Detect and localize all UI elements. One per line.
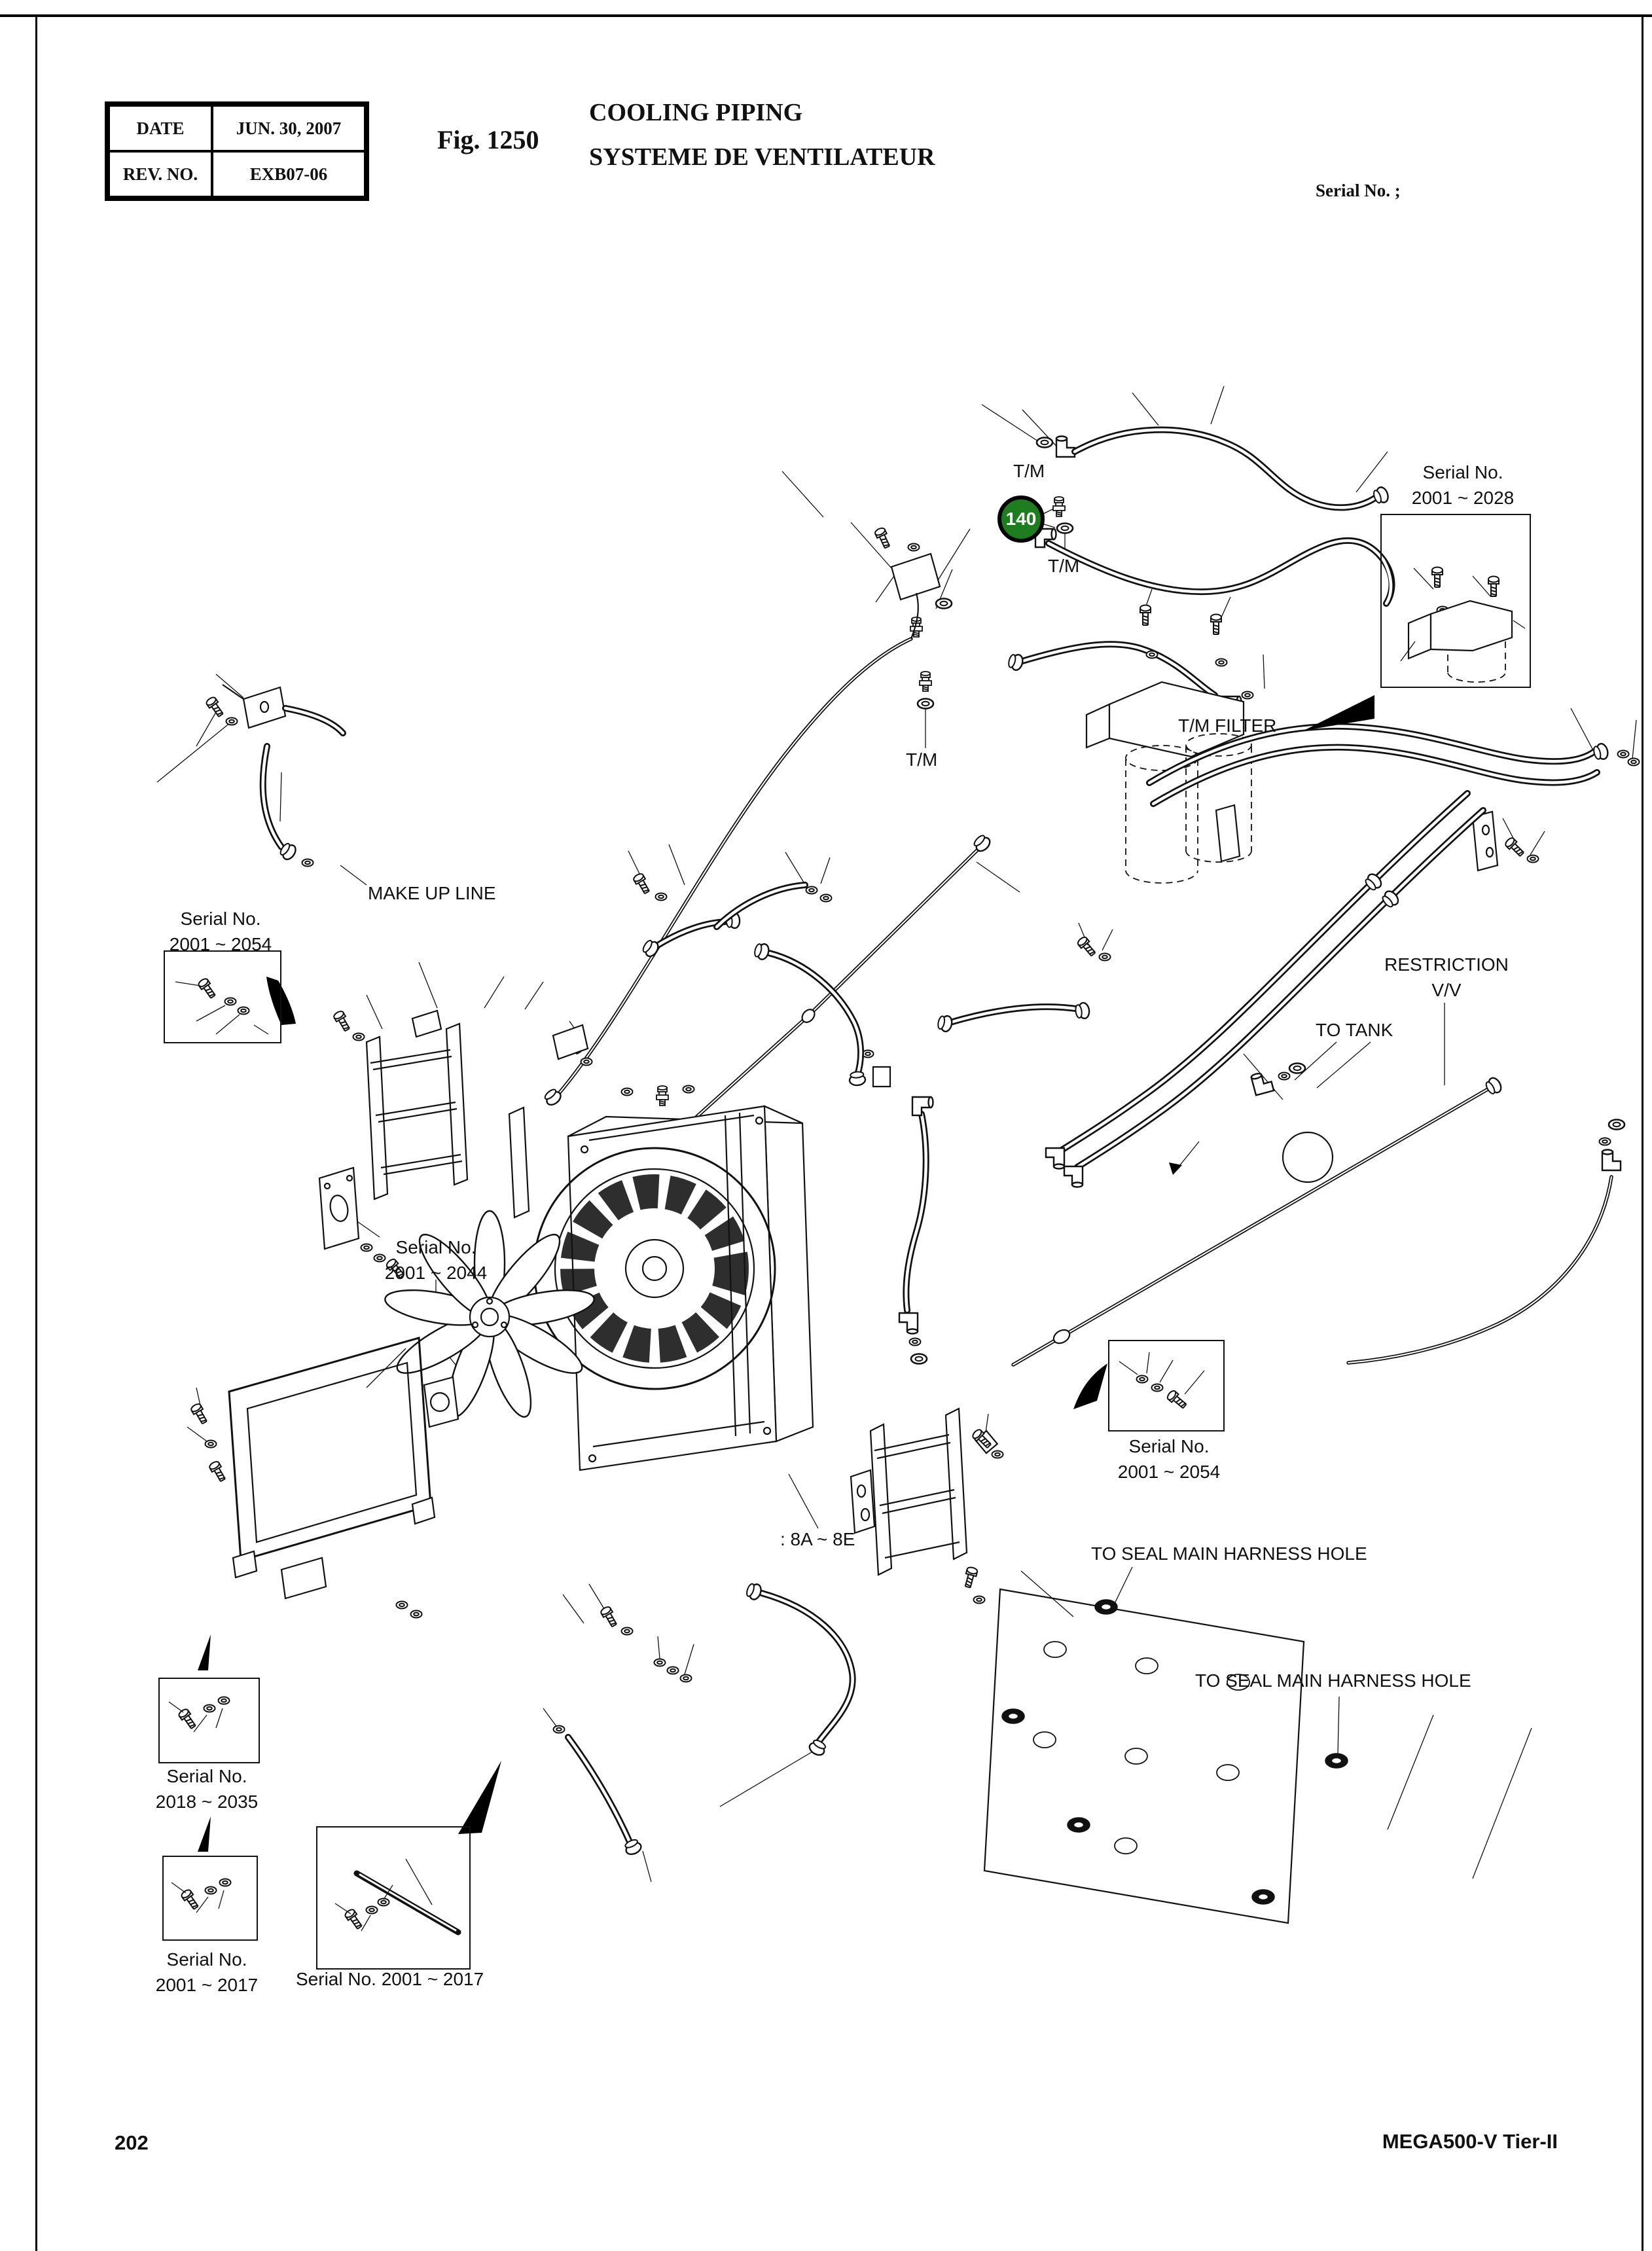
sn2054r-line1: Serial No. (1128, 1436, 1210, 1456)
page-number: 202 (115, 2131, 149, 2154)
label-restriction-vv: RESTRICTION V/V (1365, 952, 1528, 1003)
label-tm-filter: T/M FILTER (1178, 715, 1277, 736)
sn2028-line2: 2001 ~ 2028 (1411, 488, 1515, 508)
rev-label: REV. NO. (109, 151, 212, 197)
page-title-fr: SYSTEME DE VENTILATEUR (589, 143, 935, 171)
inset-box-sn2054-right (1108, 1340, 1225, 1432)
serial-2044-bracket (318, 1166, 407, 1281)
callout-sn2054-left: Serial No. 2001 ~ 2054 (149, 906, 293, 957)
sn2044-line2: 2001 ~ 2044 (384, 1263, 488, 1283)
sn2054r-line2: 2001 ~ 2054 (1117, 1462, 1221, 1482)
wedge-arrow-icon (1304, 695, 1374, 730)
inset-box-sn2035 (158, 1678, 260, 1763)
top-hose-assembly (873, 426, 1395, 716)
inset-box-sn2028 (1380, 514, 1531, 688)
label-tm-lower: T/M (906, 749, 938, 770)
sn2044-line1: Serial No. (395, 1237, 476, 1257)
label-tm-mid: T/M (1048, 556, 1080, 576)
date-value: JUN. 30, 2007 (212, 105, 365, 151)
fan-propeller (384, 1210, 595, 1418)
page-border-left (35, 14, 37, 2251)
restriction-valve-parts (1011, 1062, 1626, 1367)
sn2054l-line1: Serial No. (180, 909, 261, 929)
wedge-arrow-icon (458, 1761, 501, 1834)
leader-lines (156, 386, 1637, 1882)
date-label: DATE (109, 105, 212, 151)
sn2035-line2: 2018 ~ 2035 (155, 1792, 259, 1812)
harness-hole-panel (983, 1588, 1348, 1924)
item-number: 140 (1005, 509, 1037, 529)
serial-note: Serial No. ; (1316, 181, 1401, 200)
figure-number: Fig. 1250 (437, 125, 539, 154)
callout-sn2044: Serial No. 2001 ~ 2044 (364, 1234, 508, 1286)
label-to-tank: TO TANK (1316, 1020, 1393, 1040)
sn2017l-line1: Serial No. (166, 1949, 247, 1970)
right-ladder-frame (850, 1407, 1004, 1604)
sn2017l-line2: 2001 ~ 2017 (155, 1975, 259, 1995)
inset-box-sn2017-big (316, 1826, 471, 1970)
callout-sn2054-right: Serial No. 2001 ~ 2054 (1097, 1433, 1241, 1485)
label-make-up-line: MAKE UP LINE (368, 883, 496, 903)
right-hose-bundle (1045, 723, 1640, 1188)
model-name: MEGA500-V Tier-II (1382, 2130, 1558, 2153)
tm-filter-assembly (1085, 604, 1252, 884)
page-border-top (0, 14, 1652, 17)
left-frame-bracket (332, 1009, 469, 1200)
sn2035-line1: Serial No. (166, 1766, 247, 1786)
page-border-right (1642, 14, 1643, 2251)
make-up-line-assembly (204, 684, 346, 867)
rev-value: EXB07-06 (212, 151, 365, 197)
inset-box-contents (168, 566, 1526, 1936)
callout-sn2017-bottom: Serial No. 2001 ~ 2017 (296, 1969, 484, 1989)
label-harness-hole-1: TO SEAL MAIN HARNESS HOLE (1091, 1543, 1367, 1564)
label-harness-hole-2: TO SEAL MAIN HARNESS HOLE (1195, 1670, 1471, 1691)
wedge-arrow-icon (198, 1634, 211, 1670)
bottom-hoses (552, 1581, 856, 1858)
restriction-line1: RESTRICTION (1384, 954, 1509, 975)
item-number-badge: 140 (997, 495, 1045, 543)
callout-sn2028: Serial No. 2001 ~ 2028 (1381, 459, 1545, 511)
callout-sn2035: Serial No. 2018 ~ 2035 (135, 1763, 279, 1814)
label-8a-8e: : 8A ~ 8E (780, 1529, 855, 1549)
lower-left-frame (189, 1337, 459, 1619)
wedge-arrow-icon (198, 1816, 211, 1852)
sn2054l-line2: 2001 ~ 2054 (169, 934, 272, 954)
revision-table: DATE JUN. 30, 2007 REV. NO. EXB07-06 (105, 101, 369, 201)
label-tm-top: T/M (1013, 461, 1045, 481)
restriction-line2: V/V (1431, 980, 1462, 1000)
page-title: COOLING PIPING (589, 99, 803, 126)
callout-sn2017-left: Serial No. 2001 ~ 2017 (135, 1947, 279, 1998)
sn2028-line1: Serial No. (1422, 462, 1503, 482)
wedge-arrow-icon (1073, 1363, 1107, 1409)
inset-box-sn2054-left (164, 950, 281, 1043)
inset-box-sn2017-left (162, 1856, 258, 1941)
